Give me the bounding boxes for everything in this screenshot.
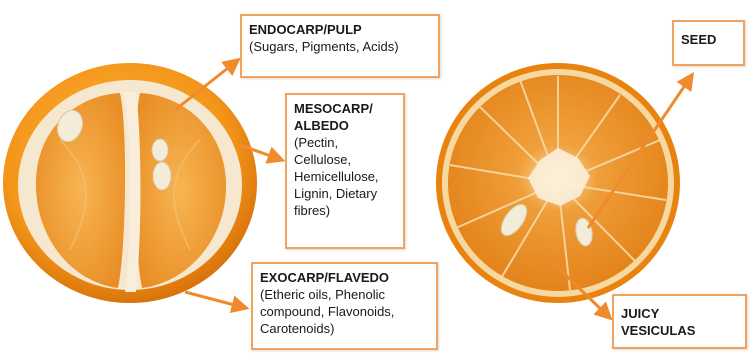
exocarp-title: EXOCARP/FLAVEDO [260, 269, 429, 286]
endocarp-title: ENDOCARP/PULP [249, 21, 431, 38]
exocarp-description: (Etheric oils, Phenolic compound, Flavon… [260, 286, 429, 337]
left-seed-3 [153, 162, 171, 190]
endocarp-label-box: ENDOCARP/PULP (Sugars, Pigments, Acids) [240, 14, 440, 78]
seed-label-box: SEED [672, 20, 745, 66]
mesocarp-label-box: MESOCARP/ ALBEDO (Pectin, Cellulose, Hem… [285, 93, 405, 249]
left-orange-half [3, 63, 257, 303]
endocarp-description: (Sugars, Pigments, Acids) [249, 38, 431, 55]
exocarp-arrow [185, 292, 246, 308]
juicy-vesiculas-title: JUICY VESICULAS [621, 305, 738, 339]
exocarp-label-box: EXOCARP/FLAVEDO (Etheric oils, Phenolic … [251, 262, 438, 350]
juicy-vesiculas-label-box: JUICY VESICULAS [612, 294, 747, 349]
left-seed-2 [152, 139, 168, 161]
mesocarp-title: MESOCARP/ ALBEDO [294, 100, 396, 134]
seed-title: SEED [681, 31, 736, 48]
mesocarp-description: (Pectin, Cellulose, Hemicellulose, Ligni… [294, 134, 396, 219]
